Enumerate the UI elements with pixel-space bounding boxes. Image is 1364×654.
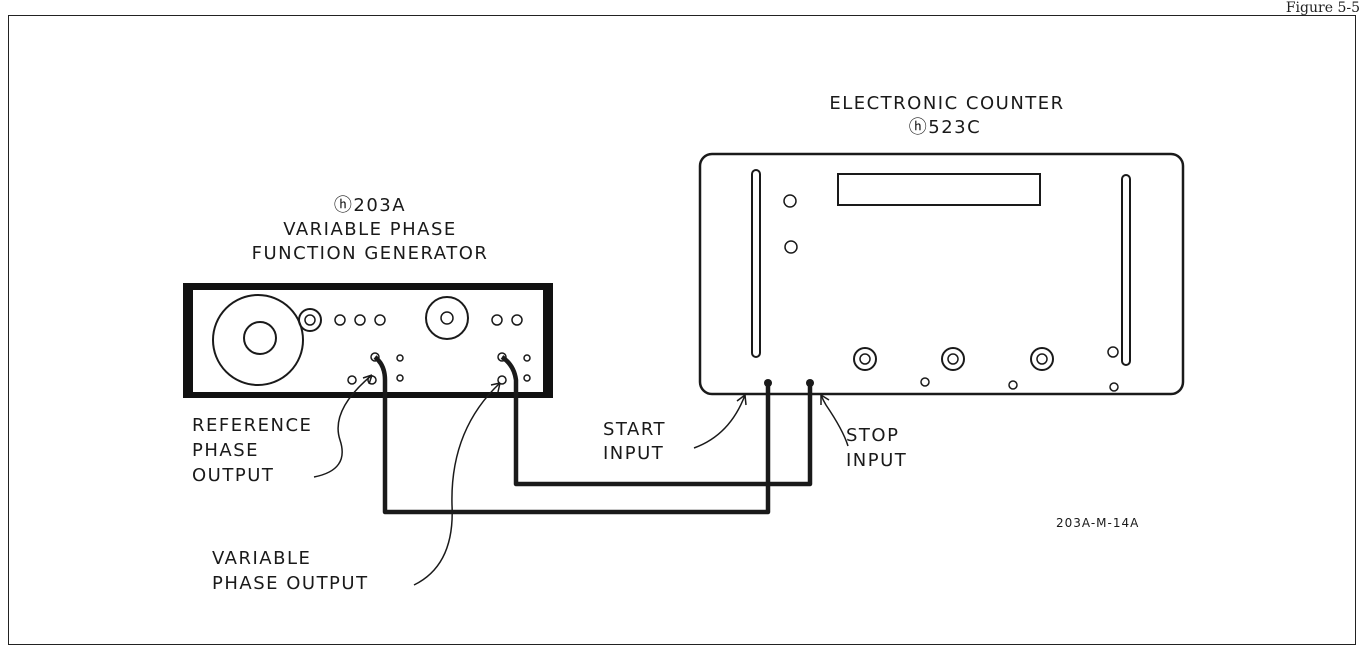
hp-logo-icon: ⓗ — [908, 117, 929, 138]
variable-label-line1: VARIABLE — [212, 548, 312, 569]
arrow-icon — [736, 394, 747, 406]
frequency-dial-icon — [212, 294, 304, 386]
variable-label-line2: PHASE OUTPUT — [212, 573, 369, 594]
control-icon — [1107, 346, 1119, 358]
stop-leader-line — [820, 394, 849, 447]
variable-leader-line — [413, 382, 501, 586]
drawing-number: 203A-M-14A — [1056, 516, 1140, 530]
counter-knob-icon — [1030, 347, 1054, 371]
arrow-icon — [362, 374, 373, 385]
stop-label-line2: INPUT — [846, 450, 908, 471]
generator-panel — [193, 290, 543, 392]
arrow-icon — [490, 382, 501, 393]
electronic-counter — [698, 152, 1185, 396]
reference-leader-line — [313, 374, 373, 478]
variable-cable — [500, 355, 813, 487]
generator-title-line2: FUNCTION GENERATOR — [251, 243, 489, 264]
control-icon — [491, 314, 503, 326]
start-leader-line — [693, 394, 746, 449]
counter-knob-icon — [853, 347, 877, 371]
control-icon — [1008, 380, 1018, 390]
control-icon — [1109, 382, 1119, 392]
counter-title: ELECTRONIC COUNTER — [829, 93, 1065, 114]
reference-label-line1: REFERENCE — [192, 415, 313, 436]
reference-output-jack-icon — [370, 352, 380, 362]
counter-model: ⓗ523C — [908, 117, 982, 138]
start-label-line1: START — [603, 419, 667, 440]
counter-handle-left — [751, 169, 761, 358]
counter-handle-right — [1121, 174, 1131, 366]
control-icon — [783, 194, 797, 208]
generator-knob-icon — [298, 308, 322, 332]
generator-title-line1: VARIABLE PHASE — [283, 219, 457, 240]
control-icon — [334, 314, 346, 326]
stop-label-line1: STOP — [846, 425, 900, 446]
frequency-dial-center-icon — [243, 321, 277, 355]
hp-logo-icon: ⓗ — [333, 195, 354, 216]
diagram-frame — [8, 15, 1356, 645]
control-icon — [784, 240, 798, 254]
reference-cable — [373, 355, 771, 515]
reference-label-line3: OUTPUT — [192, 465, 275, 486]
phase-dial-icon — [425, 296, 469, 340]
generator-model: ⓗ203A — [333, 195, 407, 216]
function-generator — [183, 283, 553, 398]
reference-label-line2: PHASE — [192, 440, 260, 461]
variable-output-jack-icon — [497, 352, 507, 362]
start-label-line2: INPUT — [603, 443, 665, 464]
control-icon — [354, 314, 366, 326]
control-icon — [920, 377, 930, 387]
counter-knob-icon — [941, 347, 965, 371]
control-icon — [511, 314, 523, 326]
counter-case — [698, 152, 1185, 396]
figure-label: Figure 5-5 — [1285, 0, 1360, 16]
control-icon — [374, 314, 386, 326]
counter-display-window — [837, 173, 1041, 206]
arrow-icon — [820, 394, 830, 405]
